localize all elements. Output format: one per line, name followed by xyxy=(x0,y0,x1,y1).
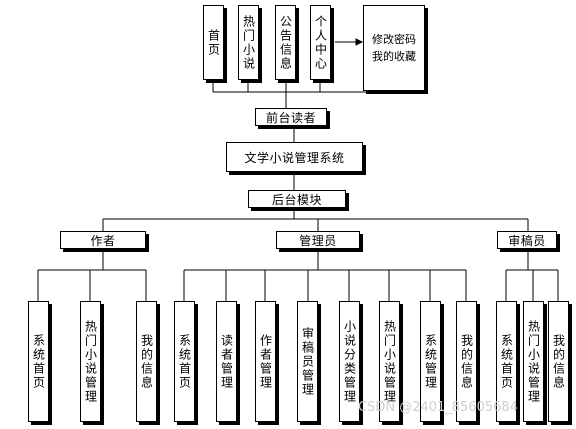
admin-item-my-info-label: 我的信息 xyxy=(459,333,474,390)
node-personal-center-label: 个人中心 xyxy=(313,14,328,71)
admin-item-authors-label: 作者管理 xyxy=(258,333,273,390)
admin-item-my-info: 我的信息 xyxy=(456,301,477,422)
admin-item-home-label: 系统首页 xyxy=(177,333,192,390)
admin-item-categories: 小说分类管理 xyxy=(339,301,360,422)
node-front-reader-label: 前台读者 xyxy=(265,110,316,125)
node-front-reader: 前台读者 xyxy=(255,108,327,126)
author-item-home-label: 系统首页 xyxy=(31,333,46,390)
author-item-my-info-label: 我的信息 xyxy=(139,333,154,390)
reviewer-item-my-info-label: 我的信息 xyxy=(551,333,566,390)
reviewer-item-hot-novels-label: 热门小说管理 xyxy=(526,319,541,404)
admin-item-system-label: 系统管理 xyxy=(423,333,438,390)
node-reviewer-label: 审稿员 xyxy=(508,233,546,248)
node-reviewer: 审稿员 xyxy=(497,231,557,249)
node-backend: 后台模块 xyxy=(248,190,346,208)
node-hot-novels: 热门小说 xyxy=(238,5,259,80)
node-hot-novels-label: 热门小说 xyxy=(241,14,256,71)
node-author-label: 作者 xyxy=(90,233,116,248)
node-home: 首页 xyxy=(203,5,224,80)
node-backend-label: 后台模块 xyxy=(271,192,322,207)
node-author: 作者 xyxy=(60,231,146,249)
watermark: CSDN @2401_85605684 xyxy=(358,400,518,415)
admin-item-hot-novels: 热门小说管理 xyxy=(379,301,400,422)
reviewer-item-home: 系统首页 xyxy=(496,301,517,422)
admin-item-categories-label: 小说分类管理 xyxy=(342,319,357,404)
node-password-collection: 修改密码 我的收藏 xyxy=(363,5,425,91)
node-password-collection-label: 修改密码 我的收藏 xyxy=(372,33,416,63)
admin-item-readers-label: 读者管理 xyxy=(219,333,234,390)
node-system: 文学小说管理系统 xyxy=(226,142,363,172)
node-home-label: 首页 xyxy=(206,28,221,57)
node-announcements-label: 公告信息 xyxy=(278,14,293,71)
admin-item-readers: 读者管理 xyxy=(216,301,237,422)
reviewer-item-my-info: 我的信息 xyxy=(548,301,569,422)
author-item-home: 系统首页 xyxy=(28,301,49,422)
admin-item-home: 系统首页 xyxy=(174,301,195,422)
node-personal-center: 个人中心 xyxy=(310,5,331,80)
node-announcements: 公告信息 xyxy=(275,5,296,80)
node-admin-label: 管理员 xyxy=(299,233,337,248)
reviewer-item-home-label: 系统首页 xyxy=(499,333,514,390)
admin-item-hot-novels-label: 热门小说管理 xyxy=(382,319,397,404)
admin-item-authors: 作者管理 xyxy=(255,301,276,422)
admin-item-reviewers-label: 审稿员管理 xyxy=(300,326,315,397)
author-item-my-info: 我的信息 xyxy=(136,301,157,422)
admin-item-reviewers: 审稿员管理 xyxy=(297,301,318,422)
author-item-hot-novels-label: 热门小说管理 xyxy=(83,319,98,404)
node-system-label: 文学小说管理系统 xyxy=(244,150,345,165)
author-item-hot-novels: 热门小说管理 xyxy=(80,301,101,422)
node-admin: 管理员 xyxy=(276,231,360,249)
reviewer-item-hot-novels: 热门小说管理 xyxy=(523,301,544,422)
admin-item-system: 系统管理 xyxy=(420,301,441,422)
